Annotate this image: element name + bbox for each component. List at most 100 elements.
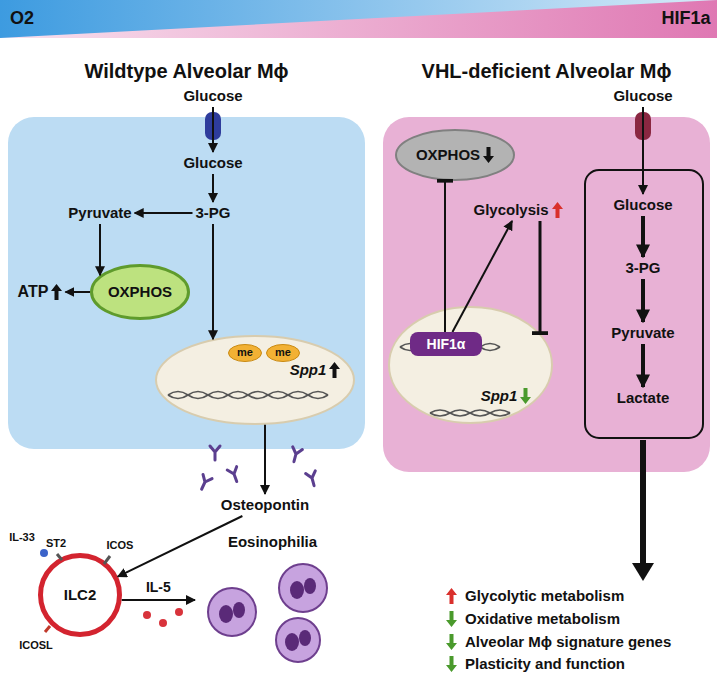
shape-node: OXPHOS (90, 264, 190, 320)
text-holder: OXPHOS (416, 146, 494, 164)
arrow-connector (212, 224, 214, 339)
trend-arrow (446, 656, 457, 672)
trend-arrow (552, 202, 563, 218)
cell-body (8, 117, 365, 449)
node-text: Pyruvate (611, 324, 674, 342)
legend-row: Glycolytic metabolism (446, 587, 624, 605)
text-node: Pyruvate (65, 202, 134, 224)
text-node: Glucose (180, 152, 245, 174)
arrow-connector (642, 107, 644, 194)
shape-node: ILC2 (38, 553, 122, 637)
legend-text: Oxidative metabolism (465, 610, 620, 628)
oxygen-gradient (0, 0, 717, 38)
node-text: Glucose (183, 154, 242, 172)
legend-text: Glycolytic metabolism (465, 587, 624, 605)
trend-arrow-shape (552, 202, 563, 218)
trend-arrow-shape (483, 147, 494, 163)
text-node: Glucose (610, 194, 675, 216)
trend-arrow (329, 362, 340, 378)
legend-text: Alveolar Mϕ signature genes (465, 633, 671, 651)
trend-arrow (520, 388, 531, 404)
inhibition-line (444, 181, 446, 332)
edge-label: IL-5 (144, 579, 173, 596)
hif-gradient (0, 0, 717, 38)
node-text: Pyruvate (68, 204, 131, 222)
arrow-connector (122, 599, 195, 601)
shape-node: Spp1 HIF1α (388, 306, 553, 424)
protein-tag (410, 332, 482, 356)
shape-node: me (266, 344, 300, 362)
eosinophil (208, 588, 256, 636)
trend-arrow-shape (446, 656, 457, 672)
shape-node: Spp1meme (155, 335, 355, 425)
text-holder: me (275, 346, 291, 359)
panel-title: VHL-deficient Alveolar Mϕ (422, 59, 672, 83)
node-text: HIF1α (427, 336, 466, 353)
trend-arrow-shape (446, 588, 457, 604)
text-holder: ILC2 (64, 586, 97, 604)
molecule-label: ICOSL (19, 639, 53, 652)
trend-arrow-shape (446, 634, 457, 650)
arrow-connector (212, 107, 214, 152)
organelle-outline (267, 345, 300, 362)
node-text: Glycolysis (473, 201, 548, 219)
text-holder: Spp1 (481, 387, 532, 405)
node-text: OXPHOS (108, 283, 172, 301)
arrow-connector (135, 212, 193, 214)
shape-node: OXPHOS (395, 129, 515, 181)
arrow-connector (99, 224, 101, 275)
eosinophil-nucleus (285, 633, 299, 651)
arrow-connector (264, 425, 266, 494)
node-text: Lactate (617, 389, 670, 407)
shape-node: HIF1α (410, 332, 482, 356)
node-text: 3-PG (625, 259, 660, 277)
trend-arrow-shape (446, 611, 457, 627)
text-node: ATP (15, 280, 66, 303)
eosinophil-nucleus (233, 602, 245, 618)
node-text: OXPHOS (416, 146, 480, 164)
gradient-label: O2 (10, 8, 34, 30)
dna-helix (168, 344, 510, 417)
shape-node: Wildtype Alveolar MϕGlucose3-PGPyruvateO… (8, 117, 365, 449)
cell-body (383, 117, 710, 472)
text-holder: OXPHOS (108, 283, 172, 301)
text-node: 3-PG (622, 257, 663, 279)
arrow-connector (452, 221, 512, 332)
legend-row: Alveolar Mϕ signature genes (446, 633, 671, 651)
gradient-label: HIF1a (661, 8, 710, 30)
panel-title: Eosinophilia (228, 533, 317, 551)
molecule-label: IL-33 (9, 531, 35, 544)
trend-arrow-shape (520, 388, 531, 404)
export-arrowhead (632, 563, 654, 581)
node-text: Osteopontin (221, 496, 309, 514)
text-node: Pyruvate (608, 322, 677, 344)
organelle-outline (396, 130, 514, 180)
text-node: Glucose (610, 85, 675, 107)
trend-arrow (446, 588, 457, 604)
organelle-outline (229, 345, 262, 362)
node-text: Glucose (613, 87, 672, 105)
trend-arrow (51, 284, 62, 300)
panel-title: Wildtype Alveolar Mϕ (84, 59, 288, 83)
organelle-outline (41, 556, 120, 635)
organelle-outline (156, 336, 354, 424)
node-text: ILC2 (64, 586, 97, 604)
node-shape (388, 306, 553, 424)
text-holder: Spp1 (290, 361, 341, 379)
text-holder: HIF1α (427, 336, 466, 353)
trend-arrow-shape (51, 284, 62, 300)
shape-node: Eosinophilia (195, 555, 350, 665)
eosinophil-nucleus (304, 578, 316, 594)
legend-row: Oxidative metabolism (446, 610, 620, 628)
export-arrow (640, 440, 646, 566)
arrow-connector (118, 516, 243, 577)
arrow-connector (212, 174, 214, 202)
trend-arrow (446, 611, 457, 627)
pathway-box (585, 170, 703, 438)
trend-arrow-shape (329, 362, 340, 378)
trend-arrow (483, 147, 494, 163)
node-text: Spp1 (290, 361, 327, 379)
node-text: Glucose (183, 87, 242, 105)
eosinophil (276, 618, 320, 662)
